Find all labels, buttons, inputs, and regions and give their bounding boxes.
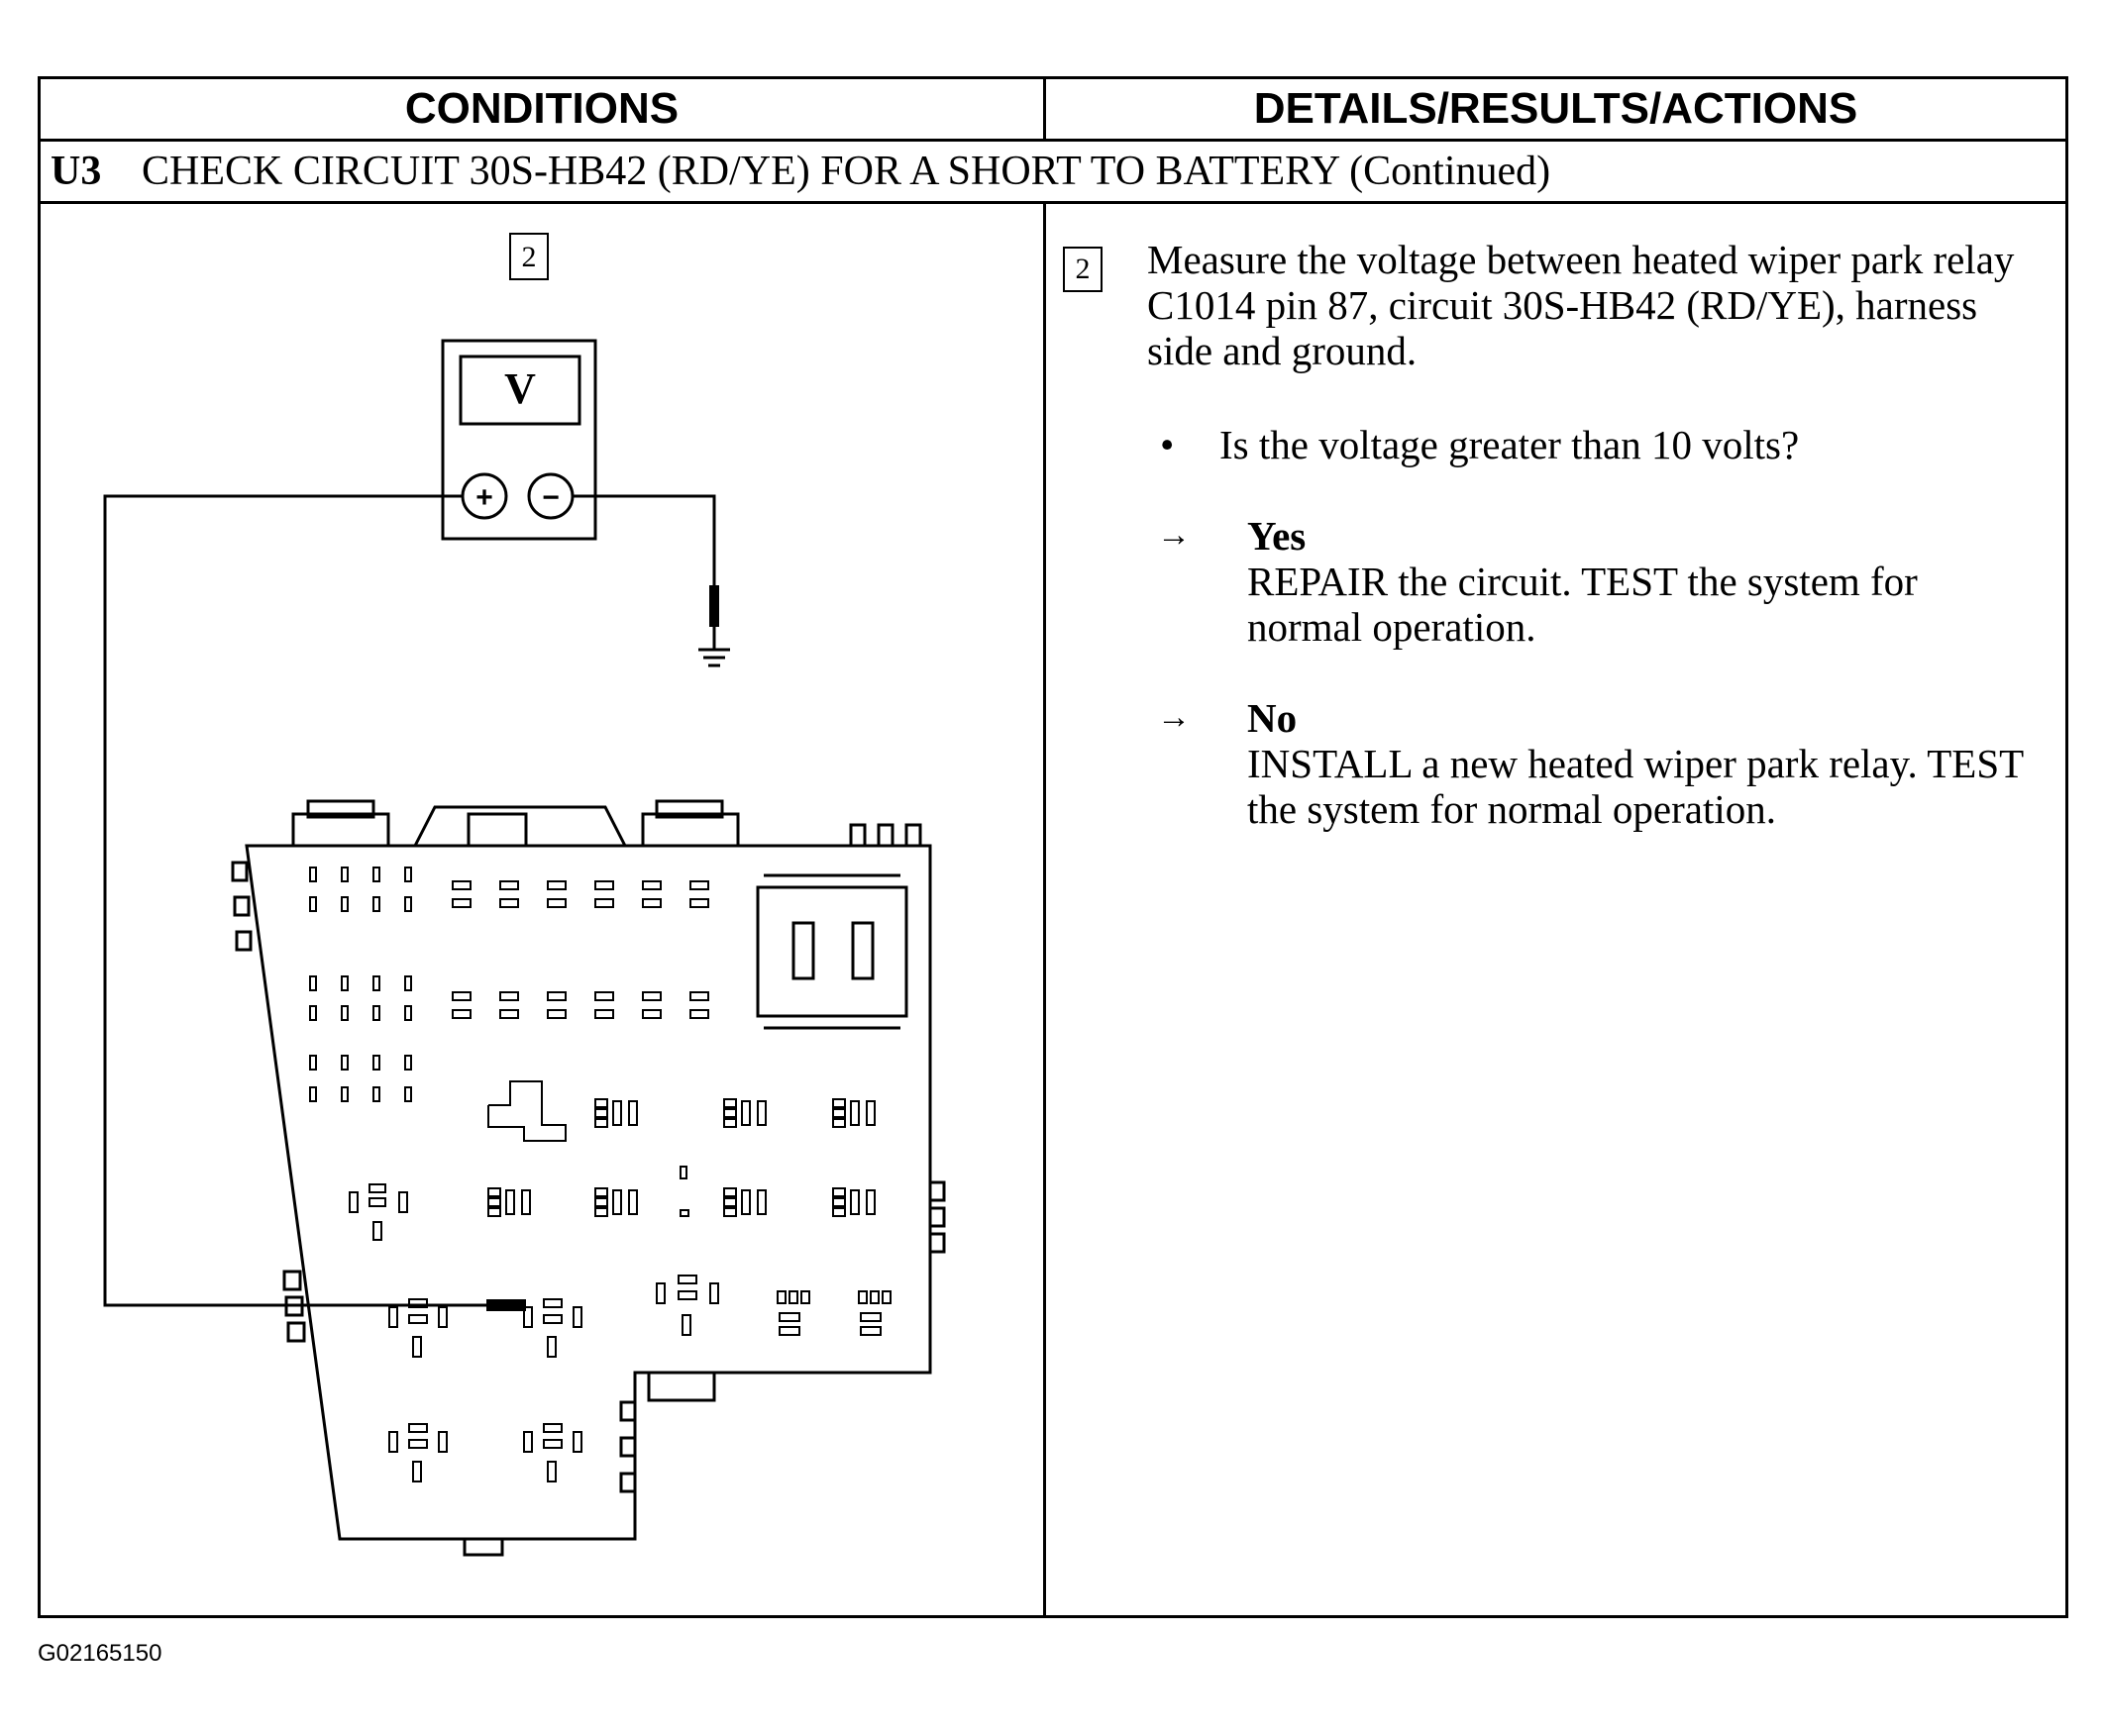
wiring-diagram: 2 V + − [41,204,1043,1618]
details-panel: 2 Measure the voltage between heated wip… [1046,204,2065,1615]
details-step-box: 2 [1063,247,1103,292]
voltmeter [441,339,597,541]
column-divider-body [1043,204,1046,1615]
column-divider-top [1043,79,1046,139]
fuse-row-mini [452,880,709,1019]
diagram-step-box [509,233,549,280]
yes-arrow-icon: → [1157,517,1191,554]
relay [756,885,908,1018]
negative-probe [709,585,719,627]
conditions-header: CONDITIONS [404,84,680,133]
minus-sign: − [542,481,560,514]
step-title: CHECK CIRCUIT 30S-HB42 (RD/YE) FOR A SHO… [142,149,1551,194]
relay-sockets [349,1098,892,1482]
measure-instruction: Measure the voltage between heated wiper… [1147,237,2015,373]
no-label: No [1247,695,1298,741]
positive-probe [486,1299,526,1311]
voltmeter-display [459,355,581,426]
voltage-question: Is the voltage greater than 10 volts? [1219,422,1800,467]
step-divider [41,201,2065,204]
step-id: U3 [51,149,102,194]
relay-socket [487,1080,567,1142]
voltmeter-label: V [504,364,536,413]
plus-sign: + [475,481,493,514]
bullet-dot: • [1160,422,1175,467]
figure-id: G02165150 [38,1640,162,1667]
step-title-row: U3 CHECK CIRCUIT 30S-HB42 (RD/YE) FOR A … [41,142,2065,201]
yes-action: REPAIR the circuit. TEST the system for … [1247,559,1918,650]
negative-lead [573,494,716,585]
fuse-column-1 [309,867,412,1102]
header-divider [41,139,2065,142]
procedure-table: CONDITIONS DETAILS/RESULTS/ACTIONS U3 CH… [38,76,2068,1618]
diagram-step-number: 2 [522,241,537,273]
details-header: DETAILS/RESULTS/ACTIONS [1253,84,1858,133]
yes-label: Yes [1247,513,1307,559]
no-action: INSTALL a new heated wiper park relay. T… [1247,741,2024,832]
no-arrow-icon: → [1157,699,1191,736]
wiring-diagram-svg: 2 V + − [103,233,946,1557]
fuse-box-outline [245,844,932,1541]
positive-lead [103,494,486,1307]
